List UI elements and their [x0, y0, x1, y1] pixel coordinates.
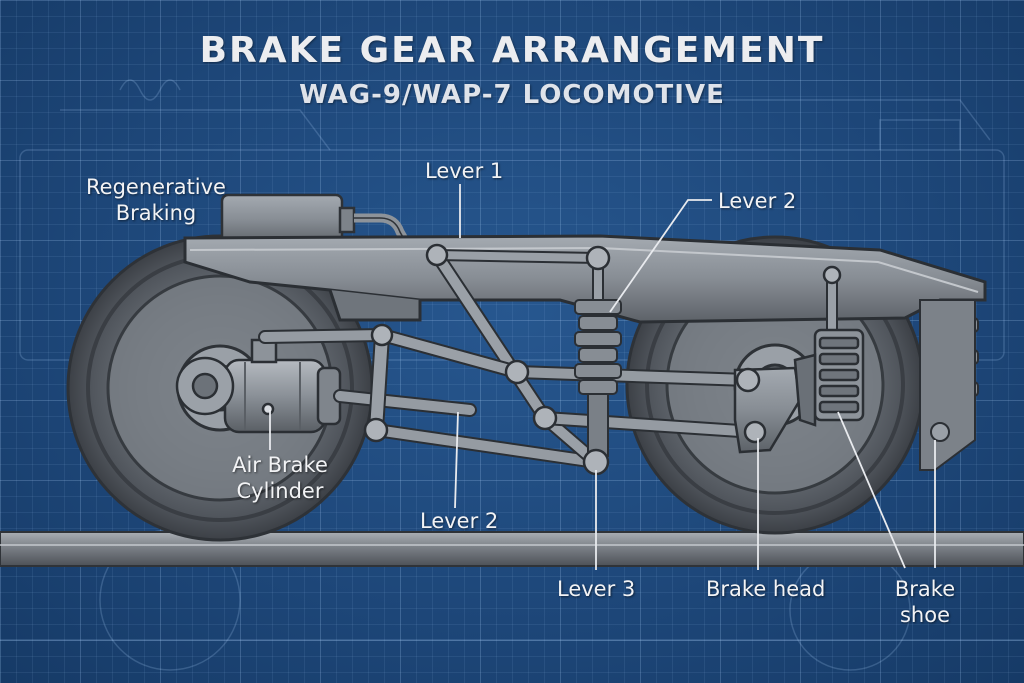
pivot-pin-lever1-top — [425, 243, 449, 267]
leader-line-lever2-top — [609, 199, 712, 313]
background-spring-ghost — [119, 79, 181, 101]
label-brake-head: Brake head — [706, 577, 826, 601]
label-air-brake-cylinder: Air Brake Cylinder — [220, 452, 340, 504]
outer-spring — [919, 299, 979, 471]
label-regenerative-braking-line1: Regenerative — [86, 175, 226, 199]
pivot-pin-lever2 — [532, 405, 558, 431]
label-lever2-top: Lever 2 — [718, 189, 797, 213]
label-brake-shoe-line2: shoe — [899, 603, 951, 627]
label-air-brake-cylinder-line1: Air Brake — [232, 453, 328, 477]
center-spring — [574, 299, 622, 457]
label-lever1: Lever 1 — [425, 159, 504, 183]
label-regenerative-braking-line2: Braking — [115, 201, 197, 225]
pivot-pin-brake-hanger — [822, 265, 842, 285]
label-brake-shoe: Brake shoe — [880, 576, 970, 628]
pivot-pin-upper-left — [370, 323, 394, 347]
label-air-brake-cylinder-line2: Cylinder — [236, 479, 324, 503]
rail — [0, 531, 1024, 567]
regenerative-braking-unit — [220, 193, 412, 249]
leader-lines — [269, 184, 936, 570]
pivot-pin-center — [504, 359, 530, 385]
label-brake-shoe-line1: Brake — [894, 577, 956, 601]
label-lever2-bottom: Lever 2 — [420, 509, 499, 533]
label-regenerative-braking: Regenerative Braking — [86, 174, 226, 226]
brake-rigging — [258, 248, 762, 469]
bogie-frame — [183, 234, 987, 324]
diagram-title: BRAKE GEAR ARRANGEMENT — [199, 30, 825, 71]
pivot-pin-brake-head-upper — [735, 367, 761, 393]
pivot-pin-frame-hanger — [585, 245, 611, 271]
leader-line-brake-shoe-1 — [837, 411, 906, 569]
label-lever3: Lever 3 — [557, 577, 636, 601]
pivot-pins — [363, 243, 842, 476]
diagram-subtitle: WAG-9/WAP-7 LOCOMOTIVE — [299, 80, 725, 110]
pivot-pin-lower-left — [363, 417, 389, 443]
background-upper-line-right — [700, 99, 991, 141]
pivot-pin-brake-head-lower — [743, 420, 767, 444]
background-bracket-ghost — [879, 119, 961, 150]
leader-line-lever2-bottom — [454, 411, 459, 509]
background-upper-line-left — [60, 109, 331, 151]
